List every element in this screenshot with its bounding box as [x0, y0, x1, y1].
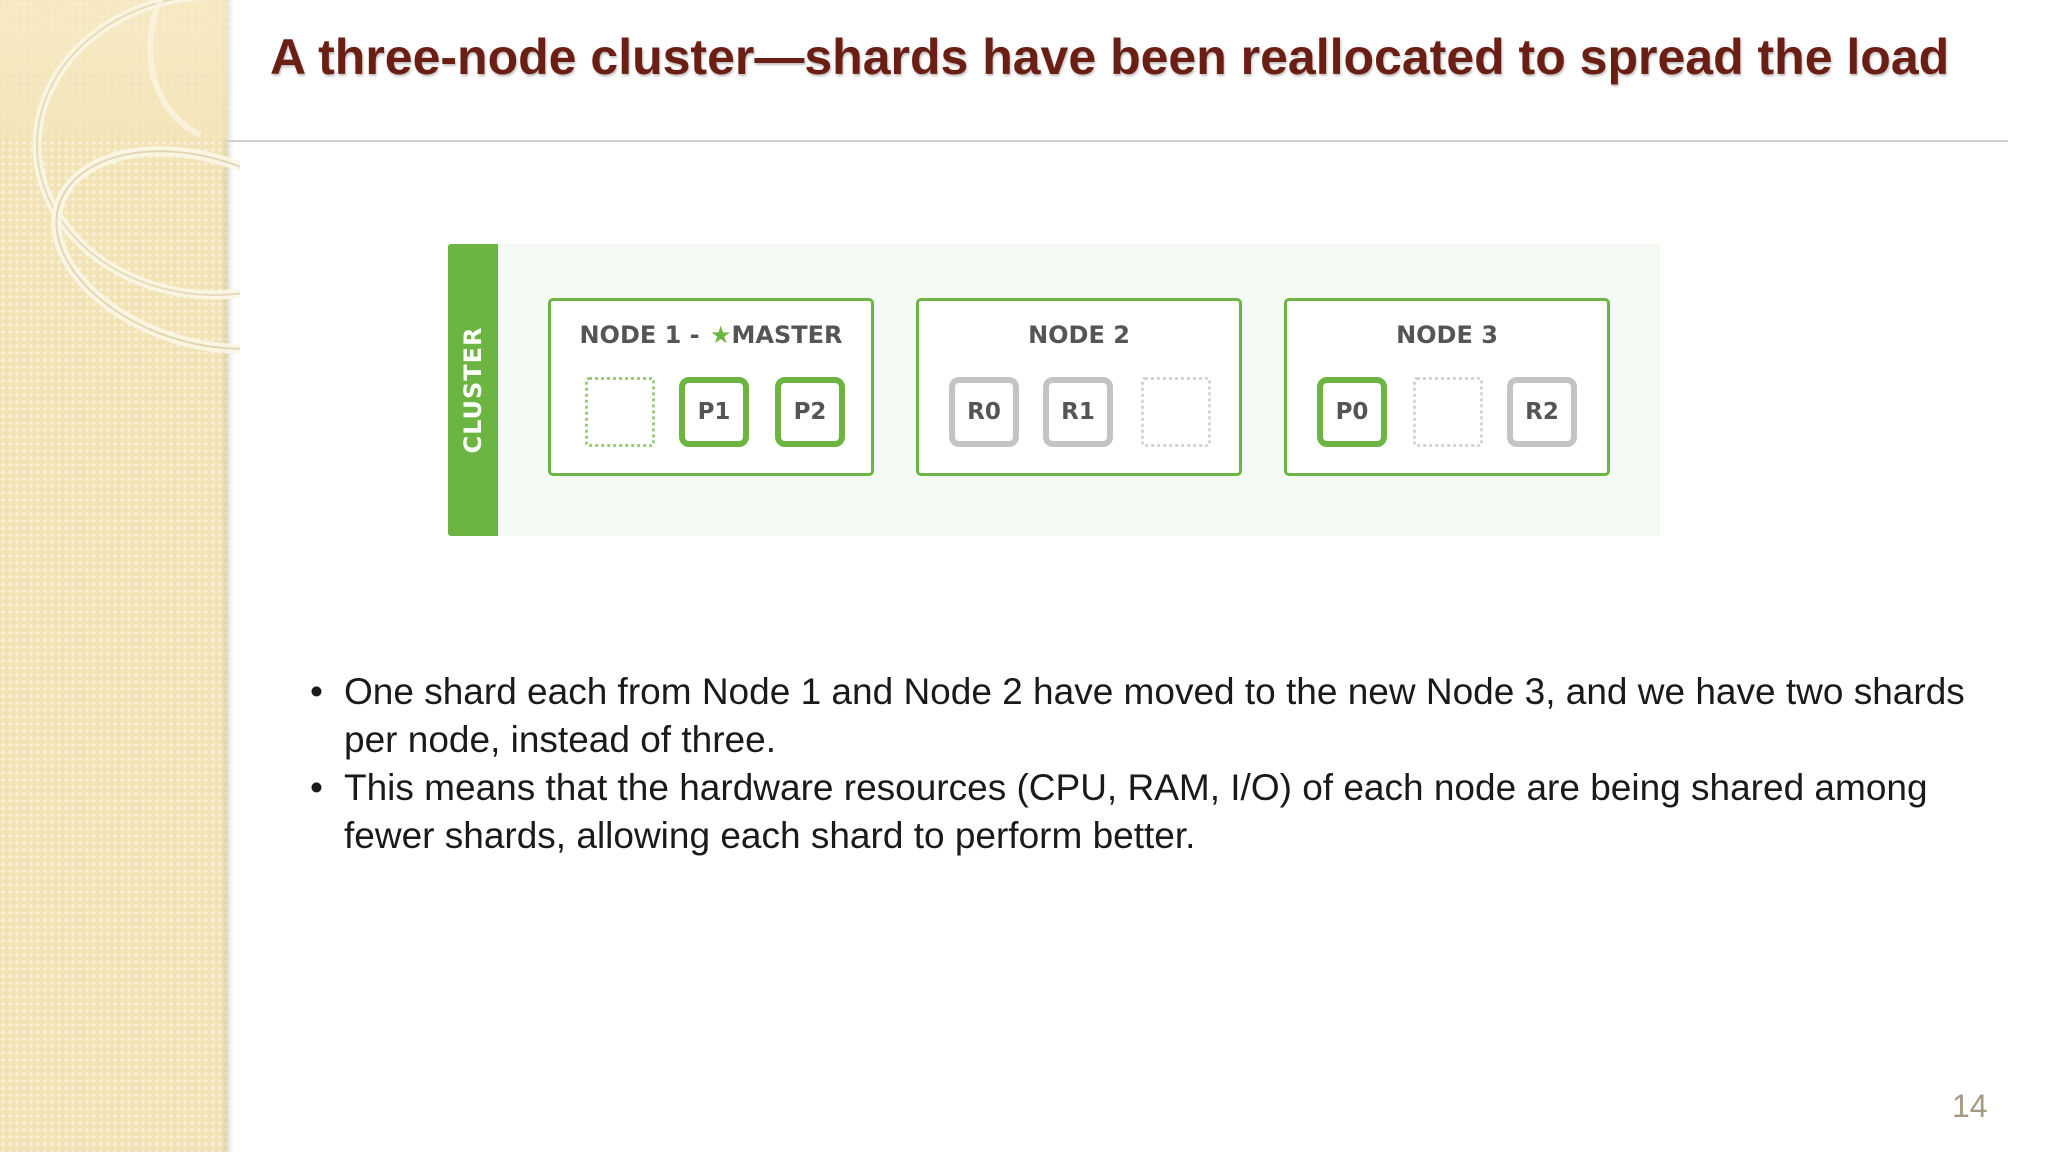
replica-shard: R2: [1507, 377, 1577, 447]
node-2: NODE 2 R0 R1: [916, 298, 1242, 476]
cluster-label: CLUSTER: [459, 326, 487, 454]
cluster-diagram: CLUSTER NODE 1 - ★MASTER P1 P2 NODE 2 R0…: [448, 244, 1660, 536]
primary-shard: P0: [1317, 377, 1387, 447]
node-3: NODE 3 P0 R2: [1284, 298, 1610, 476]
empty-shard-slot: [1141, 377, 1211, 447]
decorative-side-band: [0, 0, 228, 1152]
title-divider: [228, 140, 2008, 142]
star-icon: ★: [710, 321, 732, 349]
node-3-title: NODE 3: [1396, 321, 1498, 349]
empty-shard-slot: [1413, 377, 1483, 447]
bullet-item: • This means that the hardware resources…: [310, 764, 1990, 860]
node-2-title: NODE 2: [1028, 321, 1130, 349]
empty-shard-slot: [585, 377, 655, 447]
cluster-bar: CLUSTER: [448, 244, 498, 536]
ring-ornament: [32, 0, 240, 354]
bullet-marker: •: [310, 767, 323, 808]
bullet-item: • One shard each from Node 1 and Node 2 …: [310, 668, 1990, 764]
node-1: NODE 1 - ★MASTER P1 P2: [548, 298, 874, 476]
node-1-title: NODE 1 - ★MASTER: [551, 321, 871, 349]
primary-shard: P2: [775, 377, 845, 447]
bullet-text: This means that the hardware resources (…: [344, 767, 1928, 856]
bullet-marker: •: [310, 671, 323, 712]
side-band-shadow: [228, 0, 234, 1152]
node-1-title-prefix: NODE 1 -: [579, 321, 700, 349]
bullet-text: One shard each from Node 1 and Node 2 ha…: [344, 671, 1965, 760]
slide-title: A three-node cluster—shards have been re…: [270, 29, 1950, 85]
bullet-list: • One shard each from Node 1 and Node 2 …: [310, 668, 1990, 860]
page-number: 14: [1952, 1088, 1988, 1124]
node-1-master-label: MASTER: [731, 321, 843, 349]
primary-shard: P1: [679, 377, 749, 447]
replica-shard: R0: [949, 377, 1019, 447]
replica-shard: R1: [1043, 377, 1113, 447]
